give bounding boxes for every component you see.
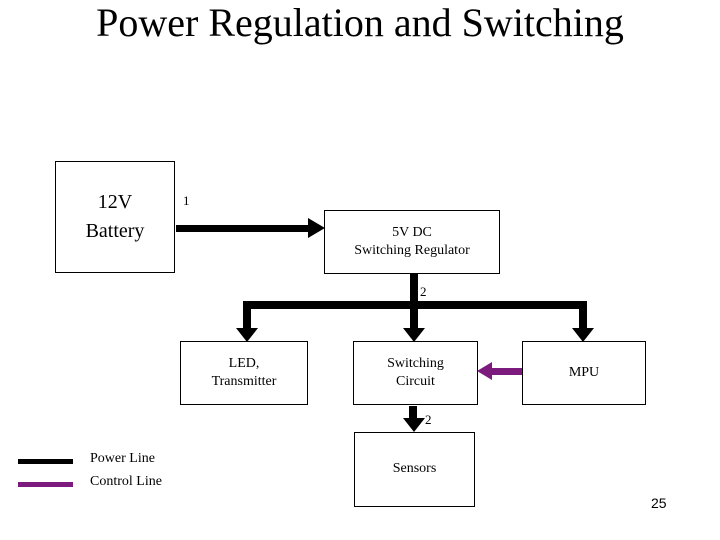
arrow-battery-to-regulator-shaft xyxy=(176,225,309,232)
arrow-to-led-shaft xyxy=(243,301,251,328)
battery-label-line1: 12V xyxy=(97,191,133,213)
sensors-box: Sensors xyxy=(354,432,475,507)
arrow-to-mpu-shaft xyxy=(579,301,587,328)
arrow-to-mpu-head xyxy=(572,328,594,342)
control-arrow-mpu-to-circuit-shaft xyxy=(490,368,522,375)
power-distribution-line xyxy=(243,301,587,309)
regulator-box: 5V DC Switching Regulator xyxy=(324,210,500,274)
arrow-circuit-to-sensors-head xyxy=(403,418,425,432)
battery-box: 12V Battery xyxy=(55,161,175,273)
switching-circuit-label-line2: Circuit xyxy=(396,374,435,389)
led-label-line2: Transmitter xyxy=(211,374,277,389)
arrow-battery-to-regulator-head xyxy=(308,218,325,238)
legend-control-line-swatch xyxy=(18,482,73,487)
led-transmitter-box: LED, Transmitter xyxy=(180,341,308,405)
legend-power-line-label: Power Line xyxy=(90,451,155,466)
regulator-label-line2: Switching Regulator xyxy=(354,243,470,258)
power-line-2b-label: 2 xyxy=(425,412,432,427)
arrow-to-switching-circuit-head xyxy=(403,328,425,342)
page-number: 25 xyxy=(651,495,667,511)
power-line-1-label: 1 xyxy=(183,193,190,208)
legend-control-line-label: Control Line xyxy=(90,474,162,489)
switching-circuit-label-line1: Switching xyxy=(387,355,444,371)
mpu-box: MPU xyxy=(522,341,646,405)
regulator-label-line1: 5V DC xyxy=(392,224,432,240)
legend-power-line-swatch xyxy=(18,459,73,464)
mpu-label: MPU xyxy=(568,364,600,380)
sensors-label: Sensors xyxy=(392,461,437,477)
power-line-2-label: 2 xyxy=(420,284,427,299)
arrow-circuit-to-sensors-shaft xyxy=(409,406,417,420)
switching-circuit-box: Switching Circuit xyxy=(353,341,478,405)
control-arrow-mpu-to-circuit-head xyxy=(477,362,492,380)
battery-label-line2: Battery xyxy=(85,220,145,242)
page-title: Power Regulation and Switching xyxy=(96,0,624,45)
led-label-line1: LED, xyxy=(228,355,260,371)
arrow-to-led-head xyxy=(236,328,258,342)
